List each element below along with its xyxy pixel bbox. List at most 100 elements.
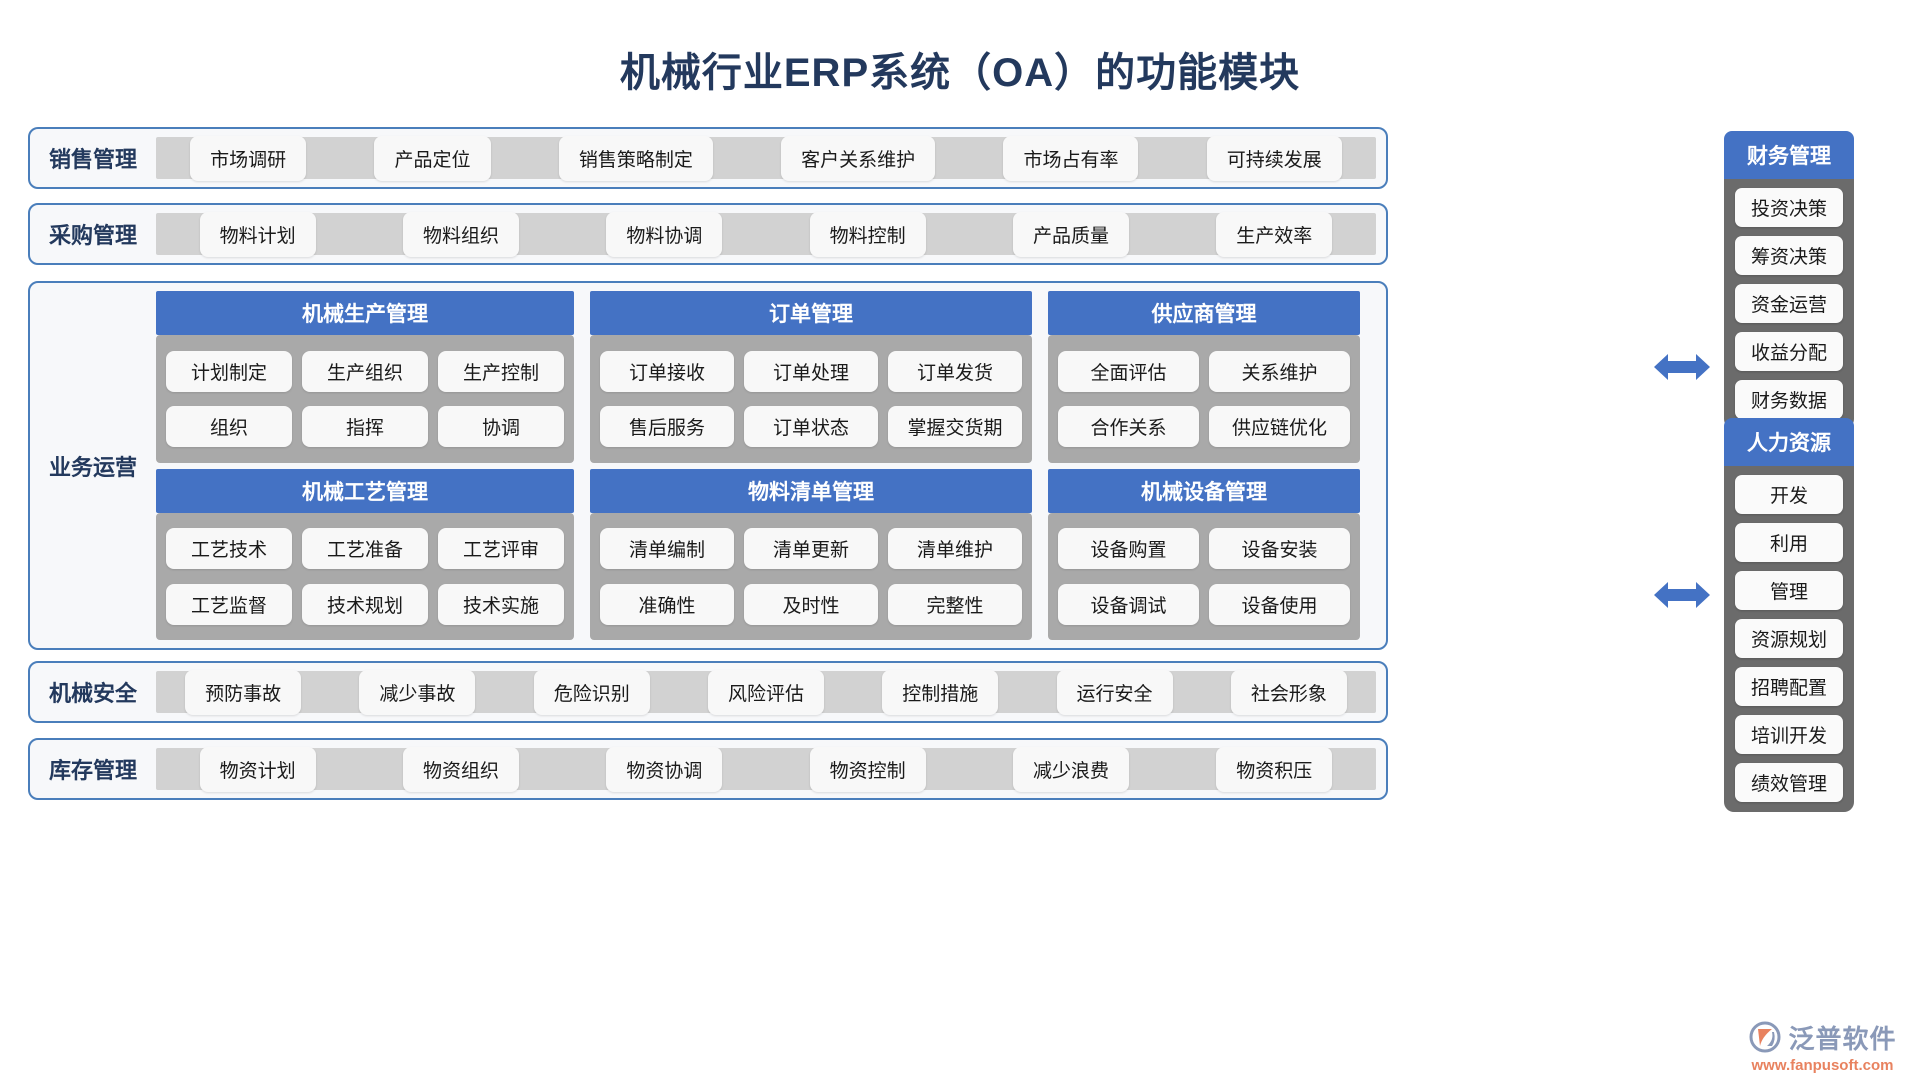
pill-production-0-1[interactable]: 生产组织 [302, 350, 428, 392]
pill-inventory-5[interactable]: 物资积压 [1216, 746, 1333, 792]
pill-order-1-1[interactable]: 订单状态 [744, 406, 878, 447]
row-label-sales: 销售管理 [48, 147, 137, 172]
sidebar-item-hr-5[interactable]: 培训开发 [1735, 715, 1843, 754]
pill-purchase-3[interactable]: 物料控制 [809, 211, 926, 257]
double-arrow-finance-icon [1654, 354, 1710, 380]
pill-purchase-2[interactable]: 物料协调 [606, 211, 723, 257]
pill-supplier-0-1[interactable]: 关系维护 [1209, 350, 1350, 392]
pill-order-0-0[interactable]: 订单接收 [600, 350, 734, 392]
pill-equipment-0-1[interactable]: 设备安装 [1209, 528, 1350, 569]
pill-bom-0-1[interactable]: 清单更新 [744, 528, 878, 569]
page-title: 机械行业ERP系统（OA）的功能模块 [619, 51, 1301, 95]
panel-production: 机械生产管理 计划制定 生产组织 生产控制 组织 指挥 协调 [156, 291, 574, 463]
panel-title-equipment: 机械设备管理 [1048, 468, 1360, 513]
pill-inventory-2[interactable]: 物资协调 [606, 746, 723, 792]
sidebar-item-hr-2[interactable]: 管理 [1735, 571, 1843, 610]
sidebar-item-hr-3[interactable]: 资源规划 [1735, 619, 1843, 658]
pill-sales-3[interactable]: 客户关系维护 [781, 135, 936, 181]
double-arrow-hr-icon [1654, 582, 1710, 608]
pill-inventory-4[interactable]: 减少浪费 [1012, 746, 1129, 792]
sidebar-item-finance-4[interactable]: 财务数据 [1735, 380, 1843, 419]
panel-row: 工艺监督 技术规划 技术实施 [166, 583, 564, 625]
pill-process-1-2[interactable]: 技术实施 [438, 583, 564, 625]
pill-sales-0[interactable]: 市场调研 [190, 135, 307, 181]
sidebar-title-finance: 财务管理 [1724, 131, 1854, 179]
row-band-purchase: 物料计划 物料组织 物料协调 物料控制 产品质量 生产效率 [156, 211, 1376, 257]
pill-supplier-1-0[interactable]: 合作关系 [1058, 406, 1199, 447]
pill-process-0-1[interactable]: 工艺准备 [302, 528, 428, 569]
pill-production-0-0[interactable]: 计划制定 [166, 350, 292, 392]
panel-process: 机械工艺管理 工艺技术 工艺准备 工艺评审 工艺监督 技术规划 技术实施 [156, 468, 574, 640]
pill-order-1-0[interactable]: 售后服务 [600, 406, 734, 447]
panel-row: 设备调试 设备使用 [1058, 583, 1350, 625]
pill-equipment-0-0[interactable]: 设备购置 [1058, 528, 1199, 569]
pill-sales-5[interactable]: 可持续发展 [1206, 135, 1342, 181]
pill-purchase-0[interactable]: 物料计划 [199, 211, 316, 257]
sidebar-item-hr-4[interactable]: 招聘配置 [1735, 667, 1843, 706]
pill-production-1-2[interactable]: 协调 [438, 406, 564, 447]
operations-label: 业务运营 [48, 454, 137, 480]
pill-safety-1[interactable]: 减少事故 [359, 669, 476, 715]
pill-safety-2[interactable]: 危险识别 [533, 669, 650, 715]
panel-body-process: 工艺技术 工艺准备 工艺评审 工艺监督 技术规划 技术实施 [156, 512, 574, 640]
pill-process-0-0[interactable]: 工艺技术 [166, 528, 292, 569]
pill-sales-4[interactable]: 市场占有率 [1003, 135, 1139, 181]
sidebar-item-finance-0[interactable]: 投资决策 [1735, 188, 1843, 227]
sidebar-item-finance-1[interactable]: 筹资决策 [1735, 236, 1843, 275]
panel-row: 准确性 及时性 完整性 [600, 583, 1022, 625]
pill-order-1-2[interactable]: 掌握交货期 [888, 406, 1022, 447]
pill-bom-1-2[interactable]: 完整性 [888, 583, 1022, 625]
pill-process-1-0[interactable]: 工艺监督 [166, 583, 292, 625]
pill-purchase-5[interactable]: 生产效率 [1216, 211, 1333, 257]
panel-title-order: 订单管理 [590, 291, 1032, 335]
panel-body-supplier: 全面评估 关系维护 合作关系 供应链优化 [1048, 335, 1360, 463]
pill-safety-3[interactable]: 风险评估 [707, 669, 824, 715]
logo-top: 泛普软件 [1748, 1019, 1896, 1056]
sidebar-finance: 财务管理 投资决策 筹资决策 资金运营 收益分配 财务数据 [1724, 131, 1854, 429]
row-band-safety: 预防事故 减少事故 危险识别 风险评估 控制措施 运行安全 社会形象 [156, 669, 1376, 715]
pill-process-1-1[interactable]: 技术规划 [302, 583, 428, 625]
pill-bom-0-0[interactable]: 清单编制 [600, 528, 734, 569]
row-band-sales: 市场调研 产品定位 销售策略制定 客户关系维护 市场占有率 可持续发展 [156, 135, 1376, 181]
fanpu-logo-icon [1749, 1021, 1781, 1053]
sidebar-item-hr-6[interactable]: 绩效管理 [1735, 763, 1843, 802]
pill-safety-6[interactable]: 社会形象 [1230, 669, 1347, 715]
operations-card: 业务运营 机械生产管理 计划制定 生产组织 生产控制 组织 指挥 协调 订单管理 [28, 281, 1388, 650]
pill-process-0-2[interactable]: 工艺评审 [438, 528, 564, 569]
panel-row: 售后服务 订单状态 掌握交货期 [600, 406, 1022, 447]
pill-equipment-1-0[interactable]: 设备调试 [1058, 583, 1199, 625]
pill-production-1-0[interactable]: 组织 [166, 406, 292, 447]
pill-inventory-3[interactable]: 物资控制 [809, 746, 926, 792]
sidebar-item-finance-2[interactable]: 资金运营 [1735, 284, 1843, 323]
pill-production-1-1[interactable]: 指挥 [302, 406, 428, 447]
sidebar-hr: 人力资源 开发 利用 管理 资源规划 招聘配置 培训开发 绩效管理 [1724, 418, 1854, 812]
pill-equipment-1-1[interactable]: 设备使用 [1209, 583, 1350, 625]
brand-logo: 泛普软件 www.fanpusoft.com [1735, 1018, 1910, 1074]
row-band-inventory: 物资计划 物资组织 物资协调 物资控制 减少浪费 物资积压 [156, 746, 1376, 792]
pill-bom-0-2[interactable]: 清单维护 [888, 528, 1022, 569]
pill-safety-0[interactable]: 预防事故 [185, 669, 302, 715]
row-label-purchase: 采购管理 [48, 223, 137, 248]
pill-supplier-0-0[interactable]: 全面评估 [1058, 350, 1199, 392]
pill-safety-5[interactable]: 运行安全 [1056, 669, 1173, 715]
panel-row: 计划制定 生产组织 生产控制 [166, 350, 564, 392]
pill-purchase-4[interactable]: 产品质量 [1012, 211, 1129, 257]
logo-url: www.fanpusoft.com [1751, 1056, 1894, 1074]
pill-bom-1-1[interactable]: 及时性 [744, 583, 878, 625]
pill-sales-1[interactable]: 产品定位 [374, 135, 491, 181]
pill-safety-4[interactable]: 控制措施 [882, 669, 999, 715]
pill-inventory-1[interactable]: 物资组织 [402, 746, 519, 792]
pill-sales-2[interactable]: 销售策略制定 [558, 135, 713, 181]
pill-order-0-2[interactable]: 订单发货 [888, 350, 1022, 392]
sidebar-item-hr-0[interactable]: 开发 [1735, 475, 1843, 514]
pill-bom-1-0[interactable]: 准确性 [600, 583, 734, 625]
pill-production-0-2[interactable]: 生产控制 [438, 350, 564, 392]
row-purchase: 采购管理 物料计划 物料组织 物料协调 物料控制 产品质量 生产效率 [28, 203, 1388, 265]
operations-grid: 机械生产管理 计划制定 生产组织 生产控制 组织 指挥 协调 订单管理 订单接收 [156, 291, 1376, 640]
sidebar-item-hr-1[interactable]: 利用 [1735, 523, 1843, 562]
pill-purchase-1[interactable]: 物料组织 [402, 211, 519, 257]
pill-inventory-0[interactable]: 物资计划 [199, 746, 316, 792]
pill-order-0-1[interactable]: 订单处理 [744, 350, 878, 392]
pill-supplier-1-1[interactable]: 供应链优化 [1209, 406, 1350, 447]
sidebar-item-finance-3[interactable]: 收益分配 [1735, 332, 1843, 371]
